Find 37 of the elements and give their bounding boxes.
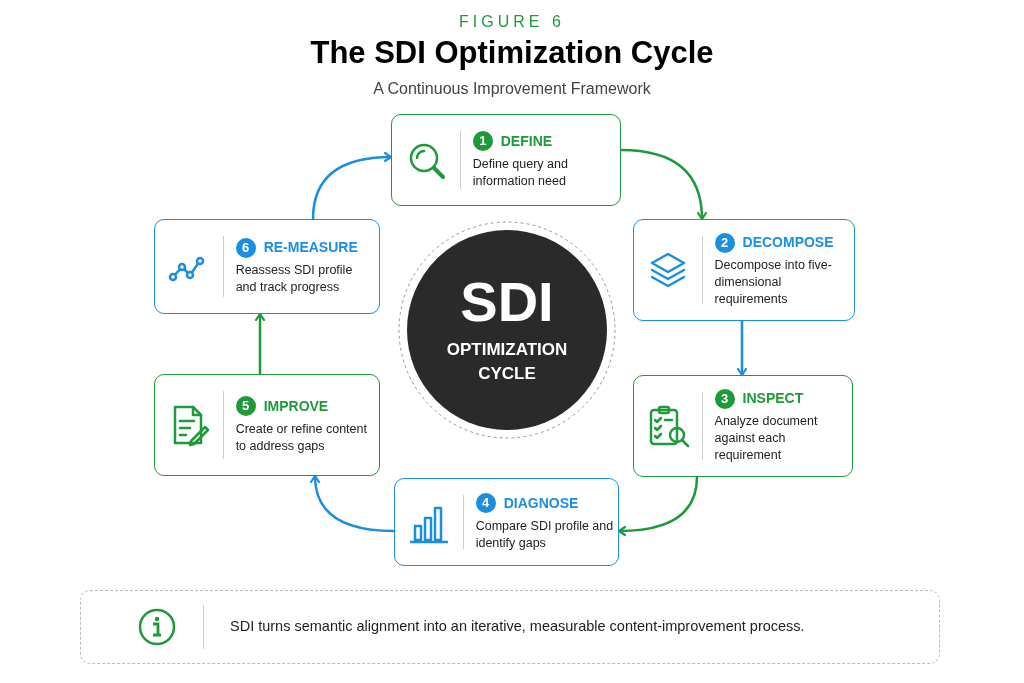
step-description: Reassess SDI profile and track progress: [235, 262, 354, 296]
center-title: SDI: [460, 274, 554, 330]
step-number-badge: 2: [714, 232, 735, 253]
step-heading: INSPECT: [742, 389, 804, 408]
subtitle: A Continuous Improvement Framework: [373, 78, 651, 99]
step-description: Create or refine content to address gaps: [235, 420, 368, 455]
center-subtitle: OPTIMIZATION CYCLE: [445, 339, 569, 385]
step-card: [394, 478, 619, 566]
step-description: Decompose into five-dimensional requirements: [714, 257, 833, 308]
step-number-badge: 4: [475, 493, 496, 513]
step-number-badge: 3: [714, 388, 735, 409]
step-heading: DEFINE: [500, 131, 553, 151]
step-number-badge: 6: [235, 237, 256, 258]
step-number-badge: 1: [472, 131, 493, 151]
arrow: [620, 148, 707, 221]
step-heading: RE-MEASURE: [263, 238, 358, 257]
step-heading: IMPROVE: [263, 396, 329, 416]
step-card: [154, 374, 380, 476]
title: The SDI Optimization Cycle: [310, 34, 714, 72]
step-card: [633, 219, 855, 321]
step-card: [154, 219, 380, 314]
step-description: Compare SDI profile and identify gaps: [475, 517, 614, 552]
arrow: [617, 476, 699, 536]
step-heading: DIAGNOSE: [503, 493, 579, 513]
step-number-badge: 5: [235, 396, 256, 416]
step-description: Define query and information need: [472, 155, 569, 190]
step-heading: DECOMPOSE: [742, 233, 834, 252]
arrow: [736, 321, 748, 377]
step-card: [391, 114, 621, 206]
arrow: [311, 152, 393, 220]
figure-label: FIGURE 6: [459, 12, 565, 32]
step-card: [633, 375, 853, 477]
note-text: SDI turns semantic alignment into an iterative, measurable content-improvement process.: [230, 617, 805, 637]
note-panel: [80, 590, 940, 664]
arrow: [254, 312, 266, 374]
arrow: [310, 474, 395, 533]
step-description: Analyze document against each requirement: [714, 413, 819, 464]
